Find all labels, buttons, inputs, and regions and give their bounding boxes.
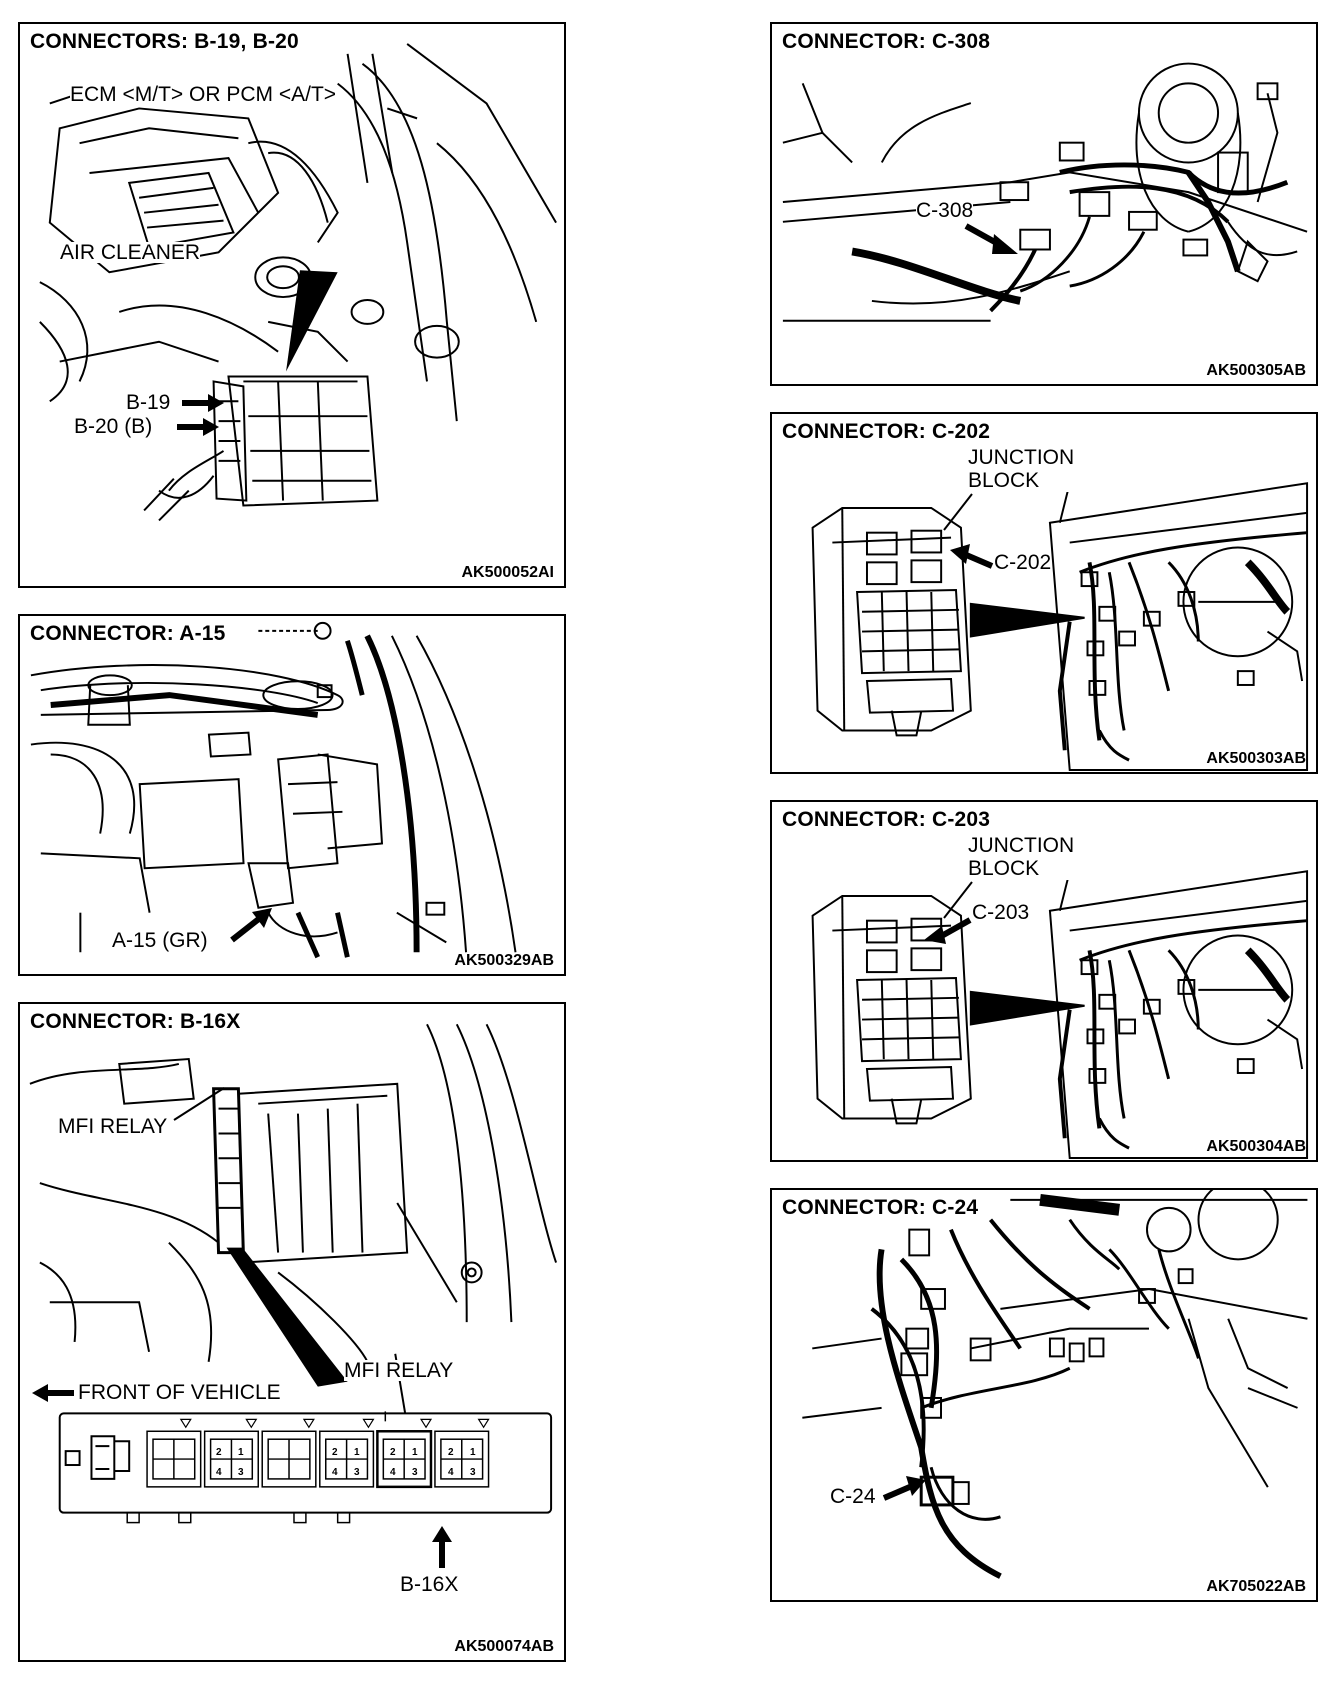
b16x-illustration: [29, 1023, 558, 1524]
b20-arrow-icon: [177, 418, 219, 436]
panel-connectors-b19-b20: CONNECTORS: B-19, B-20 ECM <M/T> OR PCM …: [18, 22, 566, 588]
c203-arrow-icon: [924, 917, 972, 944]
c24-arrow-icon: [882, 1476, 926, 1501]
c24-illustration: [802, 1190, 1308, 1579]
front-arrow-icon: [32, 1384, 74, 1402]
panel-title: CONNECTOR: A-15: [30, 622, 230, 646]
pin-label: 2: [448, 1447, 454, 1458]
pin-label: 1: [354, 1447, 360, 1458]
c308-arrow-icon: [964, 223, 1018, 254]
panel-connector-c24: CONNECTOR: C-24 C-24 AK705022AB: [770, 1188, 1318, 1602]
panel-title: CONNECTOR: C-203: [782, 808, 995, 832]
c202-arrow-icon: [950, 544, 994, 569]
b19-arrow-icon: [182, 394, 224, 412]
pin-label: 2: [332, 1447, 338, 1458]
c202-label: C-202: [994, 551, 1052, 574]
panel-connector-c308: CONNECTOR: C-308 C-308 AK500305AB: [770, 22, 1318, 386]
air-cleaner-label: AIR CLEANER: [60, 241, 201, 264]
b19-label: B-19: [126, 391, 171, 414]
junction-block-leader-line: [943, 881, 973, 919]
block-label: BLOCK: [968, 857, 1040, 881]
figure-code: AK500304AB: [1206, 1138, 1306, 1155]
c308-illustration: [782, 62, 1308, 322]
a15-label: A-15 (GR): [112, 929, 208, 952]
pin-label: 4: [390, 1467, 396, 1478]
panel-title: CONNECTOR: C-24: [782, 1196, 983, 1220]
block-label: BLOCK: [968, 469, 1040, 493]
pin-label: 1: [470, 1447, 476, 1458]
panel-connector-a15: CONNECTOR: A-15 A-15 (GR) AK500329AB: [18, 614, 566, 976]
pin-label: 2: [390, 1447, 396, 1458]
pin-label: 4: [216, 1467, 222, 1478]
engine-bay-illustration: [39, 43, 557, 522]
junction-label: JUNCTION: [968, 446, 1075, 469]
pin-label: 4: [448, 1467, 454, 1478]
pin-label: 3: [238, 1467, 244, 1478]
c24-label: C-24: [830, 1485, 876, 1508]
figure-code: AK500303AB: [1206, 750, 1306, 767]
pin-label: 4: [332, 1467, 338, 1478]
pin-label: 3: [470, 1467, 476, 1478]
mfi-relay-bottom-label: MFI RELAY: [344, 1359, 454, 1382]
a15-illustration: [30, 621, 517, 959]
figure-code: AK705022AB: [1206, 1578, 1306, 1595]
c308-label: C-308: [916, 199, 974, 222]
panel-title: CONNECTORS: B-19, B-20: [30, 30, 303, 54]
panel-title: CONNECTOR: C-202: [782, 420, 995, 444]
panel-title: CONNECTOR: C-308: [782, 30, 995, 54]
figure-code: AK500329AB: [454, 952, 554, 969]
b16x-label: B-16X: [400, 1573, 459, 1596]
front-of-vehicle-label: FRONT OF VEHICLE: [78, 1381, 281, 1404]
panel-title: CONNECTOR: B-16X: [30, 1010, 245, 1034]
pin-label: 3: [354, 1467, 360, 1478]
figure-code: AK500052AI: [461, 564, 555, 581]
mfi-relay-leader-line: [173, 1087, 225, 1121]
c203-illustration: [811, 870, 1309, 1160]
pin-label: 1: [238, 1447, 244, 1458]
junction-label: JUNCTION: [968, 834, 1075, 857]
figure-code: AK500305AB: [1206, 362, 1306, 379]
figure-code: AK500074AB: [454, 1638, 554, 1655]
panel-connector-b16x: CONNECTOR: B-16X MFI RELAY FRONT OF VEHI…: [18, 1002, 566, 1662]
pin-label: 3: [412, 1467, 418, 1478]
a15-arrow-icon: [230, 908, 272, 943]
b16x-up-arrow-icon: [432, 1526, 452, 1568]
pin-label: 1: [412, 1447, 418, 1458]
ecm-label: ECM <M/T> OR PCM <A/T>: [70, 83, 337, 106]
b20-label: B-20 (B): [74, 415, 153, 438]
c202-illustration: [811, 482, 1309, 772]
c203-label: C-203: [972, 901, 1030, 924]
pin-label: 2: [216, 1447, 222, 1458]
junction-block-leader-line: [943, 493, 973, 531]
mfi-relay-top-label: MFI RELAY: [58, 1115, 168, 1138]
